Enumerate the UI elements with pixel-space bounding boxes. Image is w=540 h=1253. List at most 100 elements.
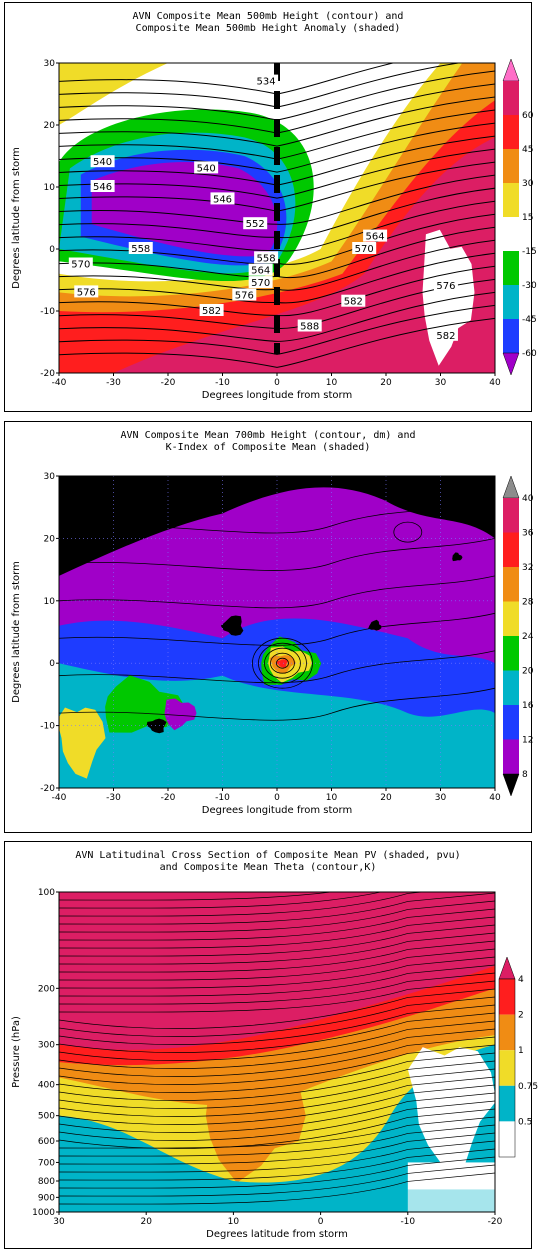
- theta-contour: [59, 940, 495, 973]
- theta-contour: [59, 964, 495, 997]
- contour-label-bg: [254, 251, 279, 264]
- contour-label: 564: [366, 232, 385, 243]
- colorbar-box: [503, 705, 519, 740]
- y-axis-label: Degrees latitude from storm: [11, 147, 22, 289]
- x-tick-label: -10: [215, 793, 230, 803]
- height-contour: [59, 174, 495, 225]
- colorbar-box: [503, 601, 519, 636]
- contour-label-bg: [248, 276, 273, 289]
- contour-label-bg: [232, 288, 257, 301]
- theta-contour: [59, 892, 335, 901]
- chart-title-line1: AVN Composite Mean 700mb Height (contour…: [120, 430, 415, 441]
- y-tick-label: 600: [38, 1137, 55, 1147]
- theta-contour: [59, 1076, 495, 1117]
- height-contour-closed: [252, 637, 313, 689]
- colorbar-label: 1: [518, 1046, 524, 1056]
- y-tick-label: 700: [38, 1158, 55, 1168]
- y-tick-label: 500: [38, 1112, 55, 1122]
- theta-contour: [59, 972, 495, 1005]
- x-tick-label: -20: [161, 378, 176, 388]
- contour-label-bg: [433, 328, 458, 341]
- x-tick-label: 20: [380, 378, 392, 388]
- contour-label: 576: [436, 281, 455, 292]
- colorbar-box: [503, 217, 519, 251]
- pv-white-lower-right: [407, 1162, 495, 1212]
- colorbar-label: -45: [522, 315, 537, 325]
- colorbar-label: 24: [522, 632, 534, 642]
- y-tick-label: 900: [38, 1193, 55, 1203]
- contour-label-bg: [433, 279, 458, 292]
- colorbar-label: 30: [522, 179, 534, 189]
- theta-contour: [59, 1060, 495, 1101]
- y-axis-label: Degrees latitude from storm: [11, 561, 22, 703]
- theta-contour: [59, 1084, 495, 1125]
- y-tick-label: 20: [44, 534, 56, 544]
- contour-label-bg: [254, 74, 279, 87]
- contour-label-bg: [363, 229, 388, 242]
- theta-contour: [59, 1068, 495, 1109]
- chart-panel-pv-cross-section: AVN Latitudinal Cross Section of Composi…: [4, 841, 538, 1249]
- contour-label-bg: [352, 242, 377, 254]
- theta-contour: [59, 892, 495, 925]
- y-tick-label: 30: [44, 472, 56, 482]
- pv-orange-tongue: [205, 1058, 306, 1183]
- height-contour: [59, 575, 495, 609]
- colorbar-box: [503, 285, 519, 319]
- height-contour: [59, 538, 495, 571]
- contour-label-bg: [90, 155, 115, 168]
- theta-contour: [59, 1172, 495, 1205]
- contour-label: 570: [251, 278, 270, 289]
- colorbar-box: [503, 251, 519, 285]
- chart-title-line1: AVN Latitudinal Cross Section of Composi…: [75, 850, 460, 861]
- colorbar-label: 36: [522, 529, 534, 539]
- k-index-black-patch: [220, 615, 244, 636]
- colorbar-label: 45: [522, 145, 533, 155]
- height-contour: [59, 200, 495, 252]
- theta-contour: [59, 1044, 495, 1085]
- colorbar-label: 28: [522, 598, 534, 608]
- y-tick-label: -20: [40, 784, 55, 794]
- y-axis-label: Pressure (hPa): [11, 1016, 22, 1088]
- height-contour: [59, 148, 495, 199]
- pv-cyan-band: [59, 1044, 495, 1212]
- height-contour: [59, 291, 495, 342]
- contour-label: 576: [235, 291, 254, 302]
- anomaly-yellow-nw: [59, 63, 168, 125]
- colorbar-label: 60: [522, 111, 534, 121]
- k-index-green-patch: [105, 675, 186, 733]
- k-index-black-nw: [59, 476, 223, 564]
- x-tick-label: 30: [435, 378, 447, 388]
- theta-contour: [59, 916, 495, 949]
- theta-contour: [59, 1164, 495, 1197]
- colorbar-box: [499, 979, 515, 1015]
- colorbar-box: [499, 1014, 515, 1051]
- x-tick-label: 0: [318, 1217, 324, 1227]
- colorbar-box: [503, 567, 519, 602]
- colorbar-box: [499, 1121, 515, 1157]
- colorbar-bottom-arrow: [502, 352, 520, 376]
- theta-contour: [59, 1140, 495, 1173]
- contour-label-bg: [243, 217, 268, 230]
- theta-contour: [59, 980, 495, 1013]
- x-tick-label: 30: [435, 793, 447, 803]
- colorbar-top-arrow: [498, 956, 516, 980]
- contour-label-bg: [90, 180, 115, 192]
- theta-contour: [59, 948, 495, 981]
- contour-label: 540: [197, 163, 216, 174]
- colorbar-box: [503, 532, 519, 567]
- colorbar-box: [499, 1050, 515, 1086]
- colorbar-bottom-arrow: [502, 773, 520, 797]
- x-tick-label: -30: [106, 793, 121, 803]
- chart-panel-500mb: AVN Composite Mean 500mb Height (contour…: [4, 2, 537, 412]
- x-tick-label: -20: [488, 1217, 503, 1227]
- theta-contour: [59, 988, 495, 1029]
- contour-label: 564: [251, 266, 270, 277]
- contour-label: 582: [202, 306, 221, 317]
- theta-contour: [59, 892, 383, 909]
- colorbar-label: 16: [522, 701, 534, 711]
- contour-label-bg: [341, 294, 366, 307]
- theta-contour: [59, 1148, 495, 1181]
- contour-label: 570: [355, 244, 374, 255]
- theta-contour: [59, 1092, 495, 1133]
- anomaly-magenta-band: [113, 137, 495, 373]
